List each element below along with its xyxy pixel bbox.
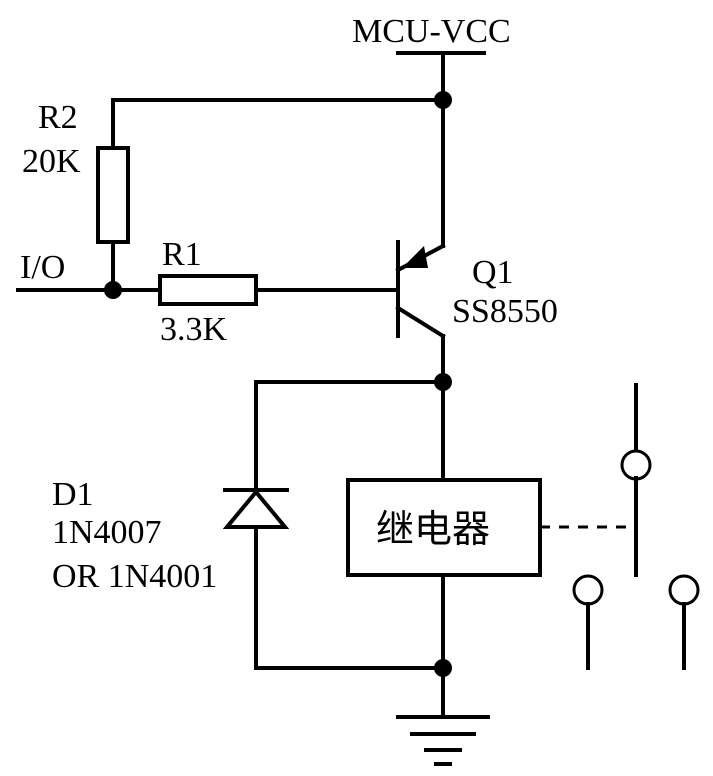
contact-terminal-left [572,574,604,606]
io-label: I/O [20,249,65,286]
q1-transistor [395,98,446,384]
common-contact-terminal [620,449,652,481]
junction-dot-collector [434,373,452,391]
relay-supply-wire [254,380,445,670]
relay-contacts [572,383,700,670]
r1-resistor [158,274,258,306]
contact-terminal-right [668,574,700,606]
relay-label: 继电器 [376,507,490,551]
r2-resistor [96,146,130,244]
junction-dot-ground [434,659,452,677]
r1-name-label: R1 [162,236,202,273]
q1-part-label: SS8550 [452,293,558,330]
r2-name-label: R2 [38,99,78,136]
r1-value-label: 3.3K [160,311,228,348]
ground-symbol-icon [396,666,490,766]
junction-dot-io [104,281,122,299]
d1-name-label: D1 [52,476,94,513]
r2-value-label: 20K [22,143,81,180]
vcc-label: MCU-VCC [352,13,511,50]
d1-diode [222,380,445,670]
d1-alt-part-label: OR 1N4001 [52,558,217,595]
d1-part-label: 1N4007 [52,514,162,551]
junction-dot-vcc [434,91,452,109]
q1-name-label: Q1 [472,254,514,291]
emitter-arrow-icon [402,246,428,268]
